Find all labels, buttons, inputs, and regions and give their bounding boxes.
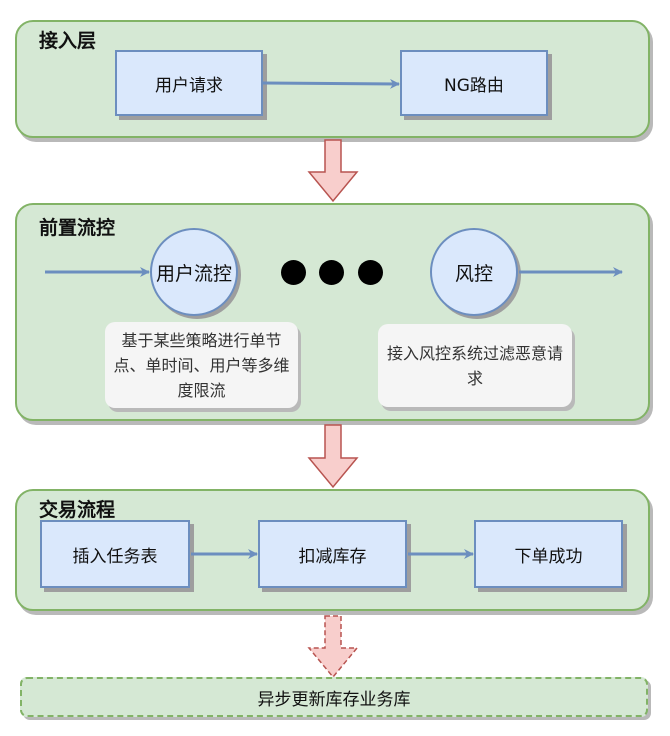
ellipsis-dot-2 (319, 260, 344, 285)
node-order-success[interactable]: 下单成功 (474, 520, 623, 588)
ellipsis-dot-3 (358, 260, 383, 285)
flow-arrow-access-to-pre-control (307, 139, 359, 203)
node-deduct-inventory[interactable]: 扣减库存 (258, 520, 407, 588)
node-risk-control[interactable]: 风控 (430, 228, 518, 316)
node-user-request[interactable]: 用户请求 (115, 50, 263, 116)
layer-access-title: 接入层 (39, 30, 97, 52)
node-user-flow-control[interactable]: 用户流控 (150, 228, 238, 316)
note-user-flow-control: 基于某些策略进行单节点、单时间、用户等多维度限流 (105, 322, 298, 408)
ellipsis-dot-1 (281, 260, 306, 285)
node-ng-routing[interactable]: NG路由 (400, 50, 548, 116)
layer-pre-flow-control-title: 前置流控 (39, 217, 116, 239)
layer-trade-flow-title: 交易流程 (39, 499, 116, 521)
arrow-request-to-ng (262, 78, 400, 89)
flow-arrow-pre-control-to-trade (307, 424, 359, 489)
async-update-inventory-db[interactable]: 异步更新库存业务库 (20, 677, 648, 717)
note-risk-control: 接入风控系统过滤恶意请求 (378, 324, 572, 407)
node-insert-task-table[interactable]: 插入任务表 (40, 520, 190, 588)
flow-arrow-async-dashed (307, 615, 359, 679)
